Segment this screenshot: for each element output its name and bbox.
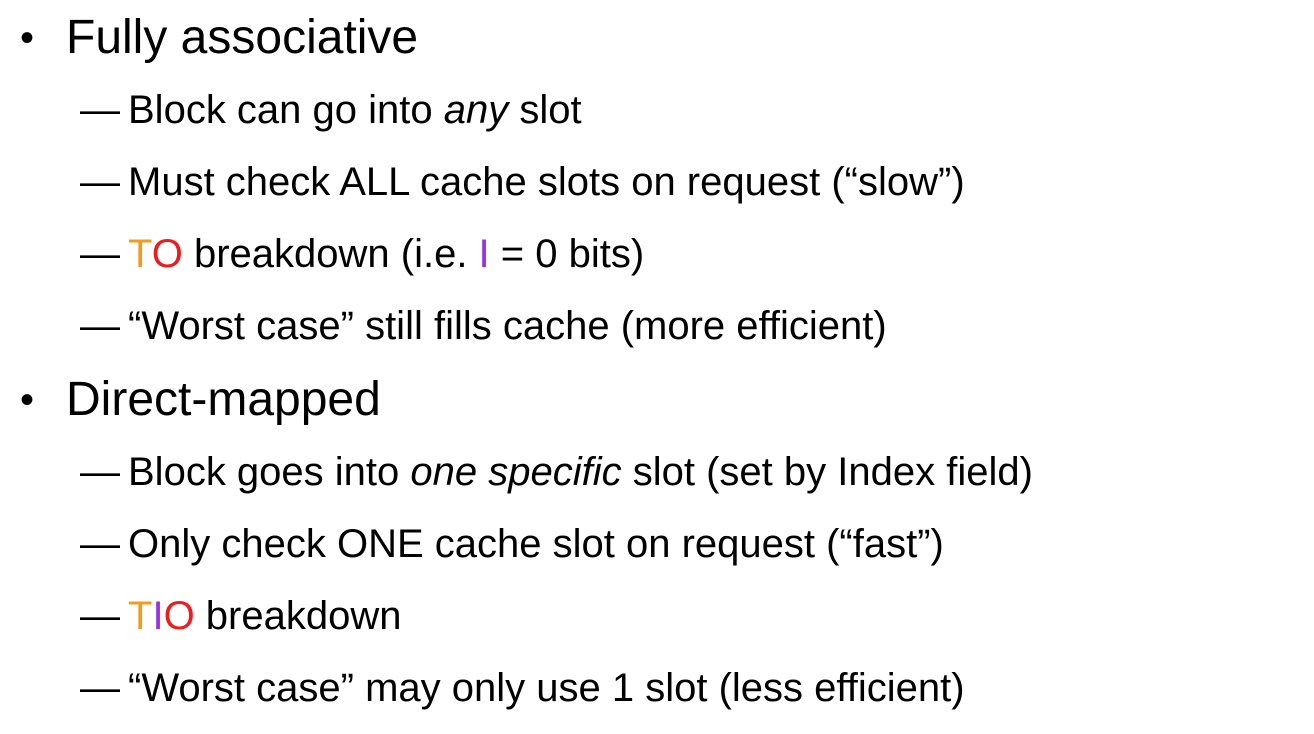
dash-icon: — (80, 594, 120, 638)
dash-icon: — (80, 160, 120, 204)
dash-icon: — (80, 304, 120, 348)
text-fragment: “Worst case” still fills cache (more eff… (128, 304, 887, 348)
emphasis-text: any (443, 88, 509, 132)
sub-bullet: —TIO breakdown (80, 590, 401, 642)
sub-bullet: —Block can go into any slot (80, 84, 582, 136)
section-title: Direct-mapped (66, 373, 381, 426)
tag-letter: T (128, 594, 153, 638)
sub-bullet: —Must check ALL cache slots on request (… (80, 156, 965, 208)
sub-bullet: —TO breakdown (i.e. I = 0 bits) (80, 228, 644, 280)
sub-bullet: —Block goes into one specific slot (set … (80, 446, 1033, 498)
dash-icon: — (80, 232, 120, 276)
text-fragment: Only check ONE cache slot on request (“f… (128, 522, 944, 566)
offset-letter: O (151, 232, 183, 276)
sub-bullet: —Only check ONE cache slot on request (“… (80, 518, 944, 570)
text-fragment: slot (set by Index field) (621, 450, 1033, 494)
index-letter: I (478, 232, 490, 276)
section-title: Fully associative (66, 11, 419, 64)
offset-letter: O (163, 594, 195, 638)
dash-icon: — (80, 450, 120, 494)
bullet-icon: • (20, 378, 35, 422)
bullet-fully-associative: • Fully associative (20, 8, 418, 68)
emphasis-text: one specific (410, 450, 622, 494)
text-fragment: = 0 bits) (489, 232, 645, 276)
dash-icon: — (80, 522, 120, 566)
sub-bullet: —“Worst case” still fills cache (more ef… (80, 300, 887, 352)
text-fragment: Block goes into (128, 450, 411, 494)
text-fragment: breakdown (i.e. (182, 232, 479, 276)
dash-icon: — (80, 88, 120, 132)
text-fragment: slot (508, 88, 582, 132)
text-fragment: “Worst case” may only use 1 slot (less e… (128, 666, 965, 710)
index-letter: I (152, 594, 164, 638)
bullet-icon: • (20, 16, 35, 60)
dash-icon: — (80, 666, 120, 710)
text-fragment: Must check ALL cache slots on request (“… (128, 160, 965, 204)
tag-letter: T (128, 232, 152, 276)
bullet-direct-mapped: • Direct-mapped (20, 370, 381, 430)
sub-bullet: —“Worst case” may only use 1 slot (less … (80, 662, 965, 714)
text-fragment: Block can go into (128, 88, 444, 132)
text-fragment: breakdown (194, 594, 402, 638)
